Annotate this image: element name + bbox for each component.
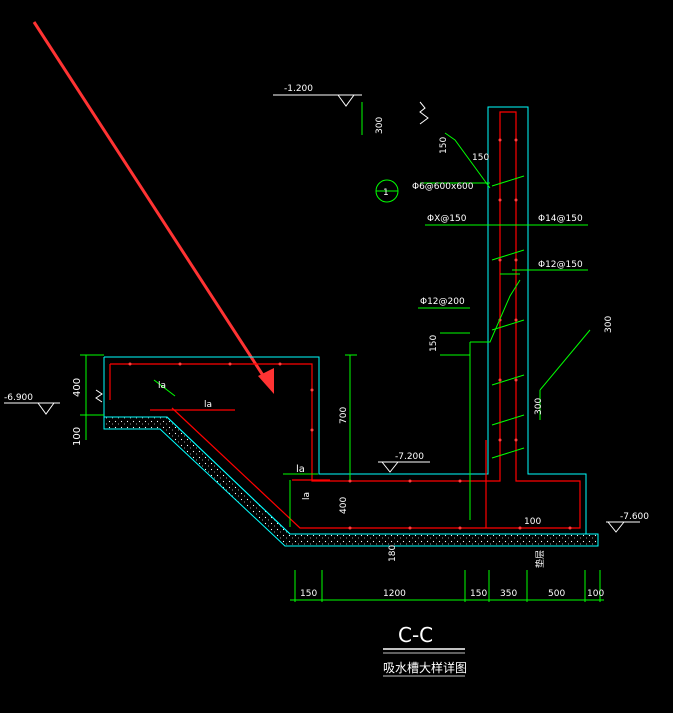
dim-150c: 150 xyxy=(429,335,439,352)
elevation-left-label: -6.900 xyxy=(4,393,33,403)
elevation-top-label: -1.200 xyxy=(284,84,313,94)
bottom-dim-5: 100 xyxy=(587,589,604,599)
dim-180: 180 xyxy=(388,545,398,562)
dim-300b: 300 xyxy=(604,316,614,333)
dim-700: 700 xyxy=(339,407,349,424)
bottom-dim-2: 150 xyxy=(470,589,487,599)
dim-300c: 300 xyxy=(534,398,544,415)
bottom-dim-3: 350 xyxy=(500,589,517,599)
section-mark: C-C xyxy=(398,623,433,647)
detail-marker xyxy=(375,179,399,203)
section-caption: 吸水槽大样详图 xyxy=(383,660,467,675)
dim-100: 100 xyxy=(72,427,83,446)
rebar-layout xyxy=(109,111,581,529)
tie-label: Φ6@600x600 xyxy=(412,182,474,192)
concrete-outline xyxy=(103,106,599,547)
elevation-bottom-label: -7.200 xyxy=(395,452,424,462)
annotation-arrow xyxy=(32,21,274,394)
bottom-dim-1: 1200 xyxy=(383,589,406,599)
dimension-lines xyxy=(80,102,604,602)
bottom-dim-4: 500 xyxy=(548,589,565,599)
elevation-markers xyxy=(4,94,640,533)
vertical-inner-label: ΦX@150 xyxy=(427,214,467,224)
dim-400: 400 xyxy=(72,378,83,397)
slab-label: Φ12@200 xyxy=(420,297,465,307)
anchor-label-2: la xyxy=(204,400,212,410)
bottom-dim-0: 150 xyxy=(300,589,317,599)
anchor-label-3: la xyxy=(296,464,305,475)
elevation-right-label: -7.600 xyxy=(620,512,649,522)
anchor-label-4: la xyxy=(302,492,312,500)
misc-label: 垫层 xyxy=(534,550,546,568)
dim-150b: 150 xyxy=(472,153,489,163)
horizontal-label: Φ12@150 xyxy=(538,260,583,270)
wall-ties xyxy=(444,132,591,520)
dim-150a: 150 xyxy=(439,137,449,154)
dim-100b: 100 xyxy=(524,517,541,527)
detail-marker-number: 1 xyxy=(383,188,389,198)
vertical-outer-label: Φ14@150 xyxy=(538,214,583,224)
dim-300: 300 xyxy=(375,117,385,134)
anchor-label-1: la xyxy=(158,381,166,391)
dim-400b: 400 xyxy=(339,497,349,514)
